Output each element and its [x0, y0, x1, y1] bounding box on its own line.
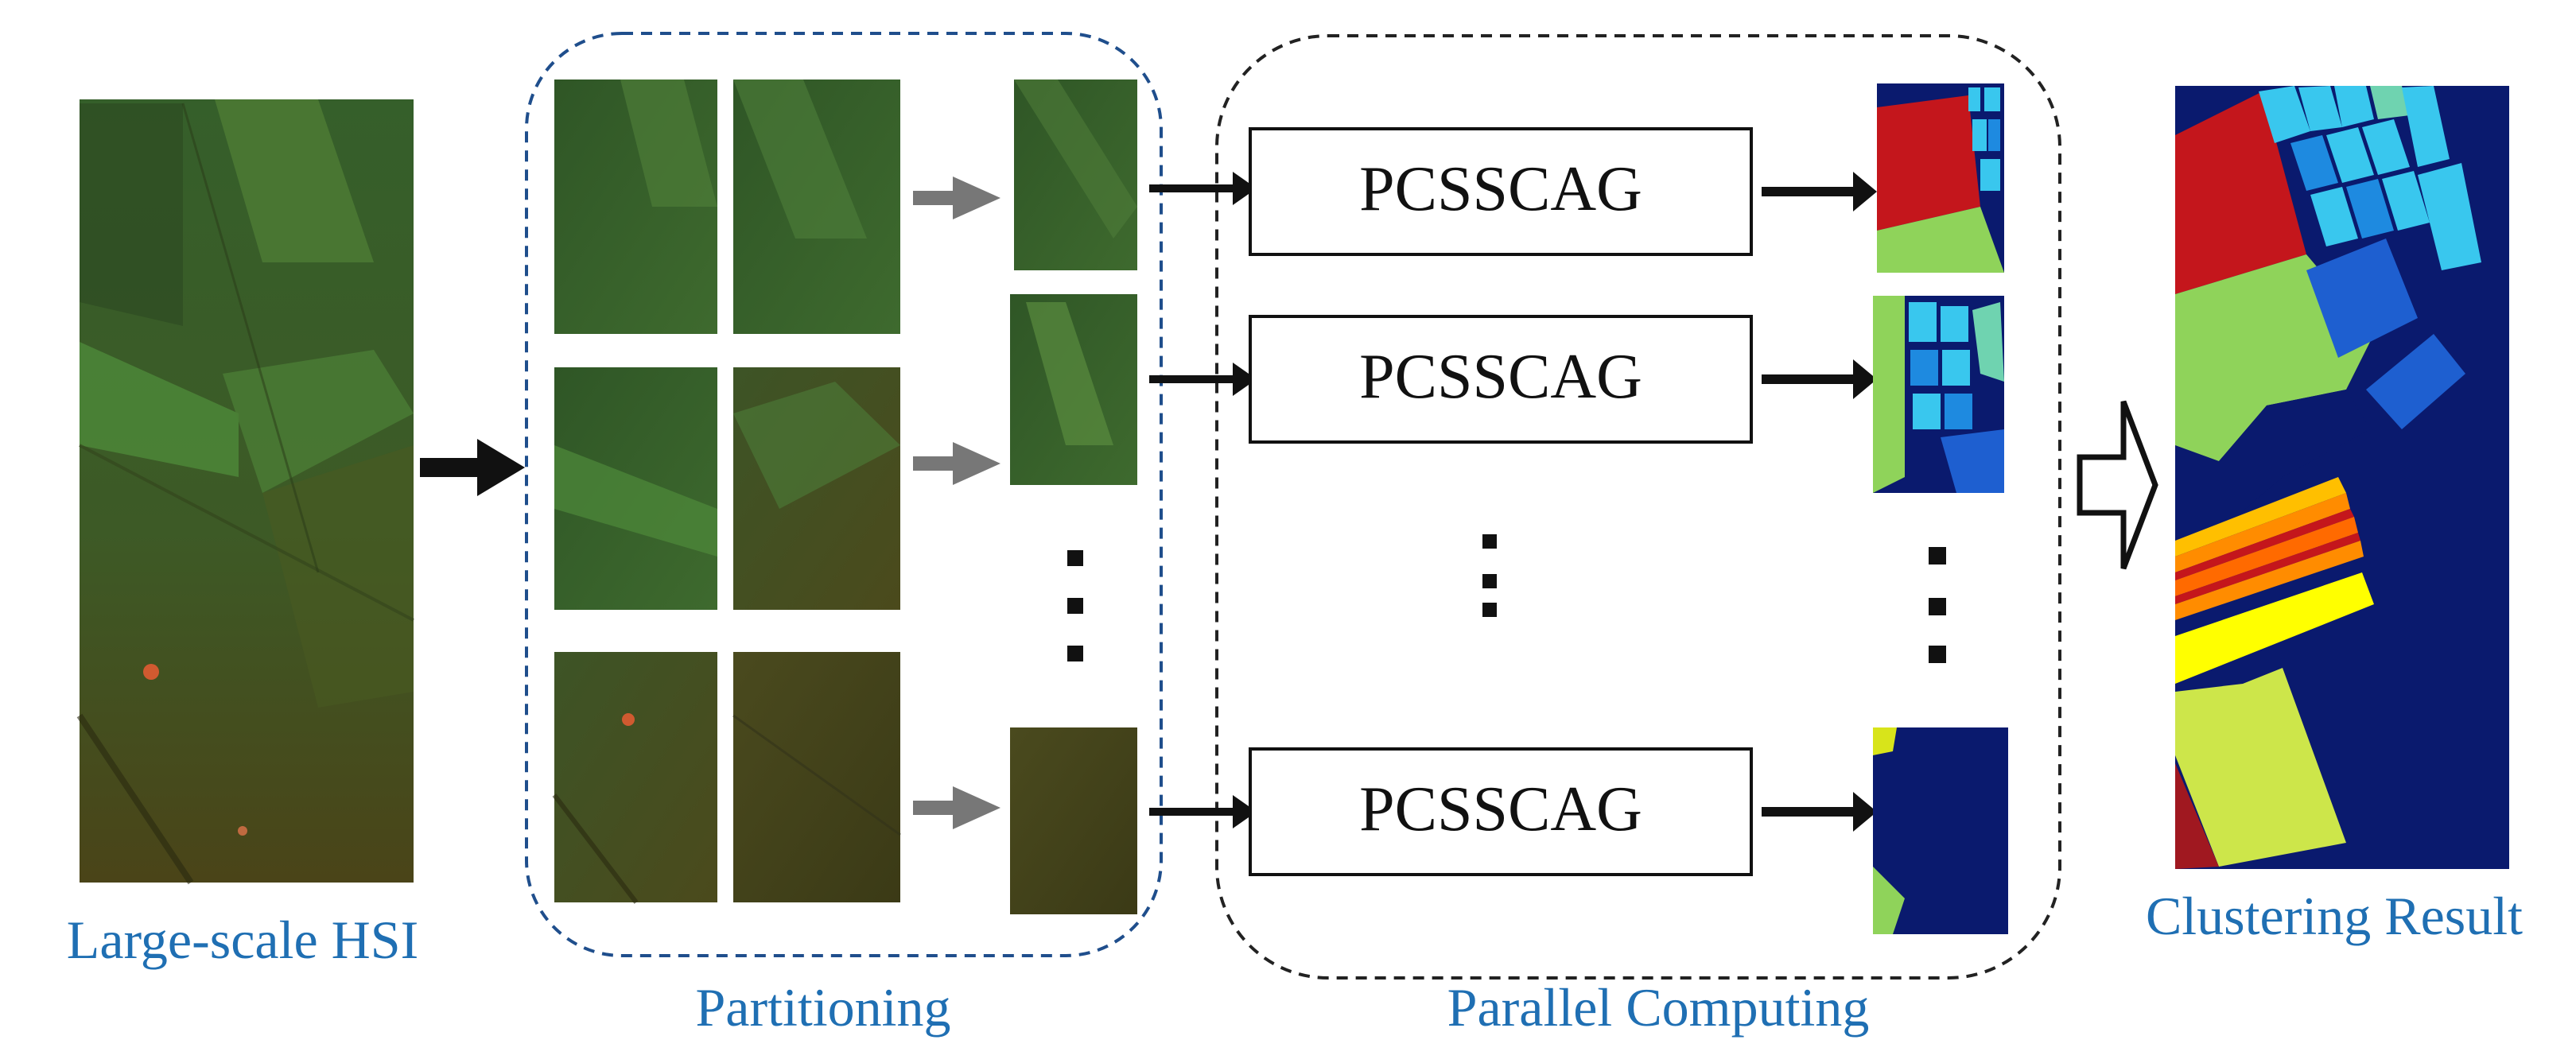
- processor-2: PCSSCAG: [1249, 315, 1753, 444]
- input-hsi-image: [76, 99, 414, 885]
- arrows-into-processors: [1149, 172, 1257, 828]
- partitioning-caption: Partitioning: [695, 977, 950, 1038]
- partial-result-3: [1873, 727, 2008, 934]
- processor-ellipsis: [1482, 534, 1497, 617]
- partial-result-1: [1877, 83, 2004, 273]
- hollow-arrow-to-result: [2077, 400, 2158, 570]
- arrow-input-to-partition: [420, 439, 525, 496]
- partition-tiles: [552, 80, 901, 904]
- gray-arrows: [913, 177, 1000, 829]
- subimage-tiles: [1010, 80, 1137, 914]
- partitioning-group-border: [525, 32, 1163, 957]
- processor-2-label: PCSSCAG: [1359, 342, 1642, 412]
- processor-3-label: PCSSCAG: [1359, 774, 1642, 844]
- partial-result-ellipsis: [1929, 547, 1946, 663]
- arrows-out-of-processors: [1762, 172, 1877, 832]
- clustering-result-map: [2175, 86, 2509, 869]
- processor-1-label: PCSSCAG: [1359, 154, 1642, 224]
- processor-3: PCSSCAG: [1249, 747, 1753, 876]
- result-caption: Clustering Result: [2146, 886, 2523, 946]
- processor-1: PCSSCAG: [1249, 127, 1753, 256]
- input-caption: Large-scale HSI: [67, 910, 418, 970]
- parallel-computing-caption: Parallel Computing: [1447, 977, 1870, 1038]
- parallel-group-border: [1215, 34, 2061, 980]
- partial-result-2: [1873, 296, 2004, 493]
- partition-ellipsis: [1067, 550, 1083, 661]
